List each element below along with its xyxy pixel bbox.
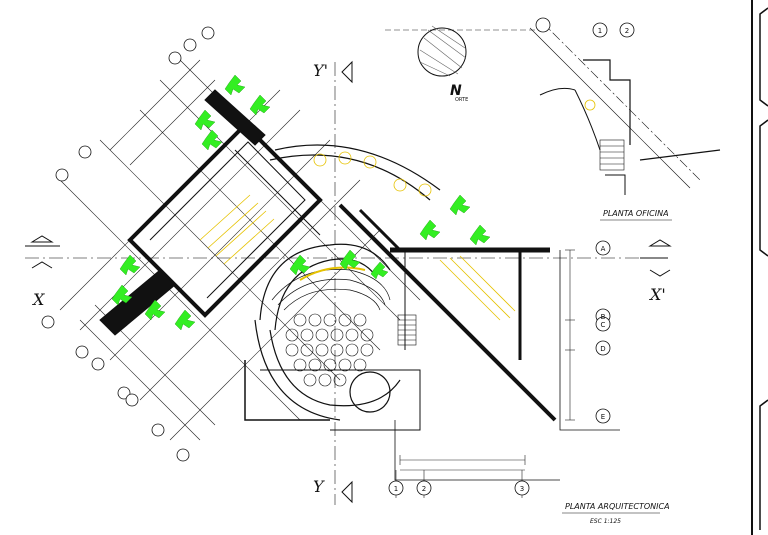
grid-label-d: D bbox=[600, 345, 605, 353]
office-grid-label-2: 2 bbox=[625, 27, 629, 35]
dimension-lines bbox=[385, 29, 575, 498]
grid-label-a: A bbox=[601, 245, 606, 253]
grid-label-bottom-1: 1 bbox=[394, 485, 398, 493]
grid-label-bottom-3: 3 bbox=[520, 485, 524, 493]
grid-bubble-labels-right: A B C D E bbox=[600, 245, 605, 421]
north-arrow bbox=[417, 25, 467, 77]
grid-bubble-labels-bottom: 1 2 3 bbox=[394, 485, 524, 493]
sheet-border bbox=[751, 0, 768, 535]
office-grid-label-1: 1 bbox=[598, 27, 602, 35]
grid-label-b: B bbox=[601, 313, 606, 321]
axis-label-y-top: Y' bbox=[313, 61, 328, 80]
stairs bbox=[397, 139, 625, 346]
axis-label-x-left: X bbox=[31, 290, 45, 309]
paving-circles bbox=[285, 313, 391, 413]
axis-markers bbox=[25, 60, 672, 504]
building-walls bbox=[99, 89, 620, 481]
north-sub-label: ORTE bbox=[455, 97, 468, 103]
office-bubble-labels: 1 2 bbox=[598, 27, 629, 35]
grid-bubbles-diagonal bbox=[41, 26, 215, 462]
main-scale: ESC 1:125 bbox=[590, 518, 621, 525]
seating-ring bbox=[271, 269, 391, 311]
vegetation bbox=[111, 74, 491, 331]
furniture bbox=[199, 99, 596, 321]
grid-bubbles-bottom bbox=[388, 480, 530, 496]
grid-label-bottom-2: 2 bbox=[422, 485, 426, 493]
axis-label-y-bottom: Y bbox=[313, 477, 325, 496]
north-label: N bbox=[450, 83, 462, 99]
curved-walls bbox=[254, 144, 441, 421]
main-title: PLANTA ARQUITECTONICA bbox=[565, 502, 670, 511]
grid-label-e: E bbox=[601, 413, 605, 421]
section-axes bbox=[25, 62, 660, 505]
axis-label-x-right: X' bbox=[648, 285, 666, 304]
office-plan bbox=[529, 17, 721, 195]
office-title: PLANTA OFICINA bbox=[603, 209, 669, 218]
grid-bubbles-right bbox=[595, 240, 611, 424]
grid-label-c: C bbox=[601, 321, 606, 329]
